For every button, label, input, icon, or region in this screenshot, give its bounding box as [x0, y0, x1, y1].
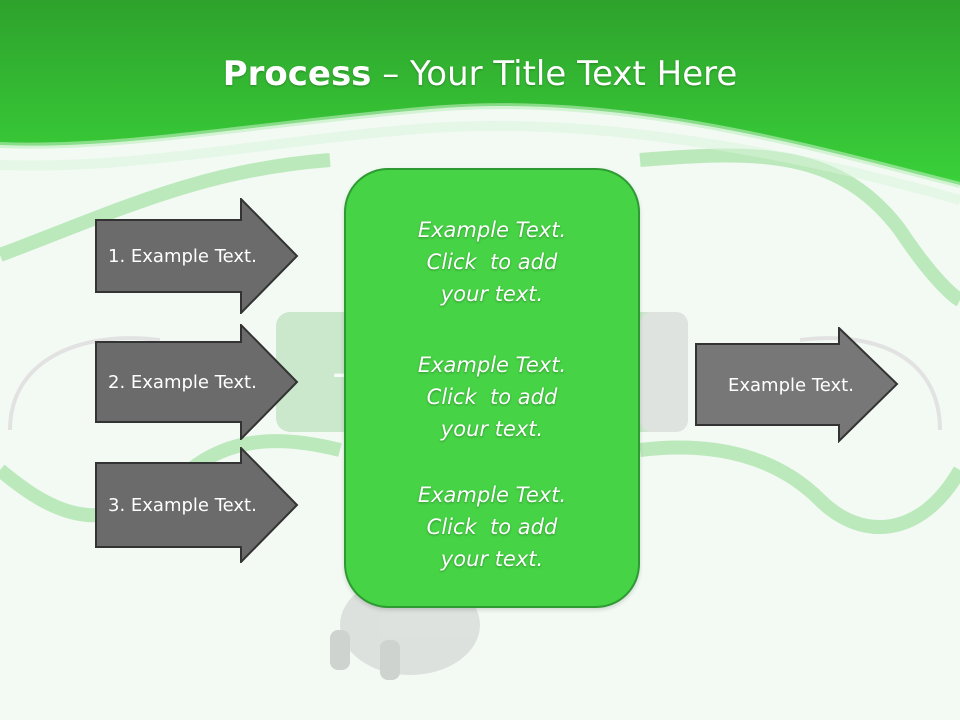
- output-label: Example Text.: [728, 374, 854, 396]
- block-line: Click to add: [426, 515, 558, 539]
- text-block-2: Example Text. Click to add your text.: [346, 349, 638, 445]
- arrow-shape: [95, 198, 299, 314]
- process-step-arrow-1[interactable]: 1. Example Text.: [95, 198, 299, 314]
- center-text-box[interactable]: Example Text. Click to add your text. Ex…: [344, 168, 640, 608]
- block-line: your text.: [440, 417, 544, 441]
- arrow-shape: [95, 324, 299, 440]
- block-line: your text.: [440, 282, 544, 306]
- process-step-arrow-3[interactable]: 3. Example Text.: [95, 447, 299, 563]
- block-line: Click to add: [426, 385, 558, 409]
- block-line: Click to add: [426, 250, 558, 274]
- block-line: Example Text.: [417, 353, 567, 377]
- title-bold: Process: [222, 54, 372, 94]
- block-line: your text.: [440, 547, 544, 571]
- output-arrow[interactable]: Example Text.: [695, 327, 899, 443]
- text-block-3: Example Text. Click to add your text.: [346, 479, 638, 575]
- process-step-arrow-2[interactable]: 2. Example Text.: [95, 324, 299, 440]
- text-block-1: Example Text. Click to add your text.: [346, 214, 638, 310]
- step-label: 3. Example Text.: [108, 494, 257, 516]
- title-rest: – Your Title Text Here: [371, 54, 738, 94]
- block-line: Example Text.: [417, 218, 567, 242]
- step-label: 1. Example Text.: [108, 245, 257, 267]
- page-title: Process – Your Title Text Here: [0, 52, 960, 96]
- arrow-shape: [695, 327, 899, 443]
- arrow-shape: [95, 447, 299, 563]
- block-line: Example Text.: [417, 483, 567, 507]
- step-label: 2. Example Text.: [108, 371, 257, 393]
